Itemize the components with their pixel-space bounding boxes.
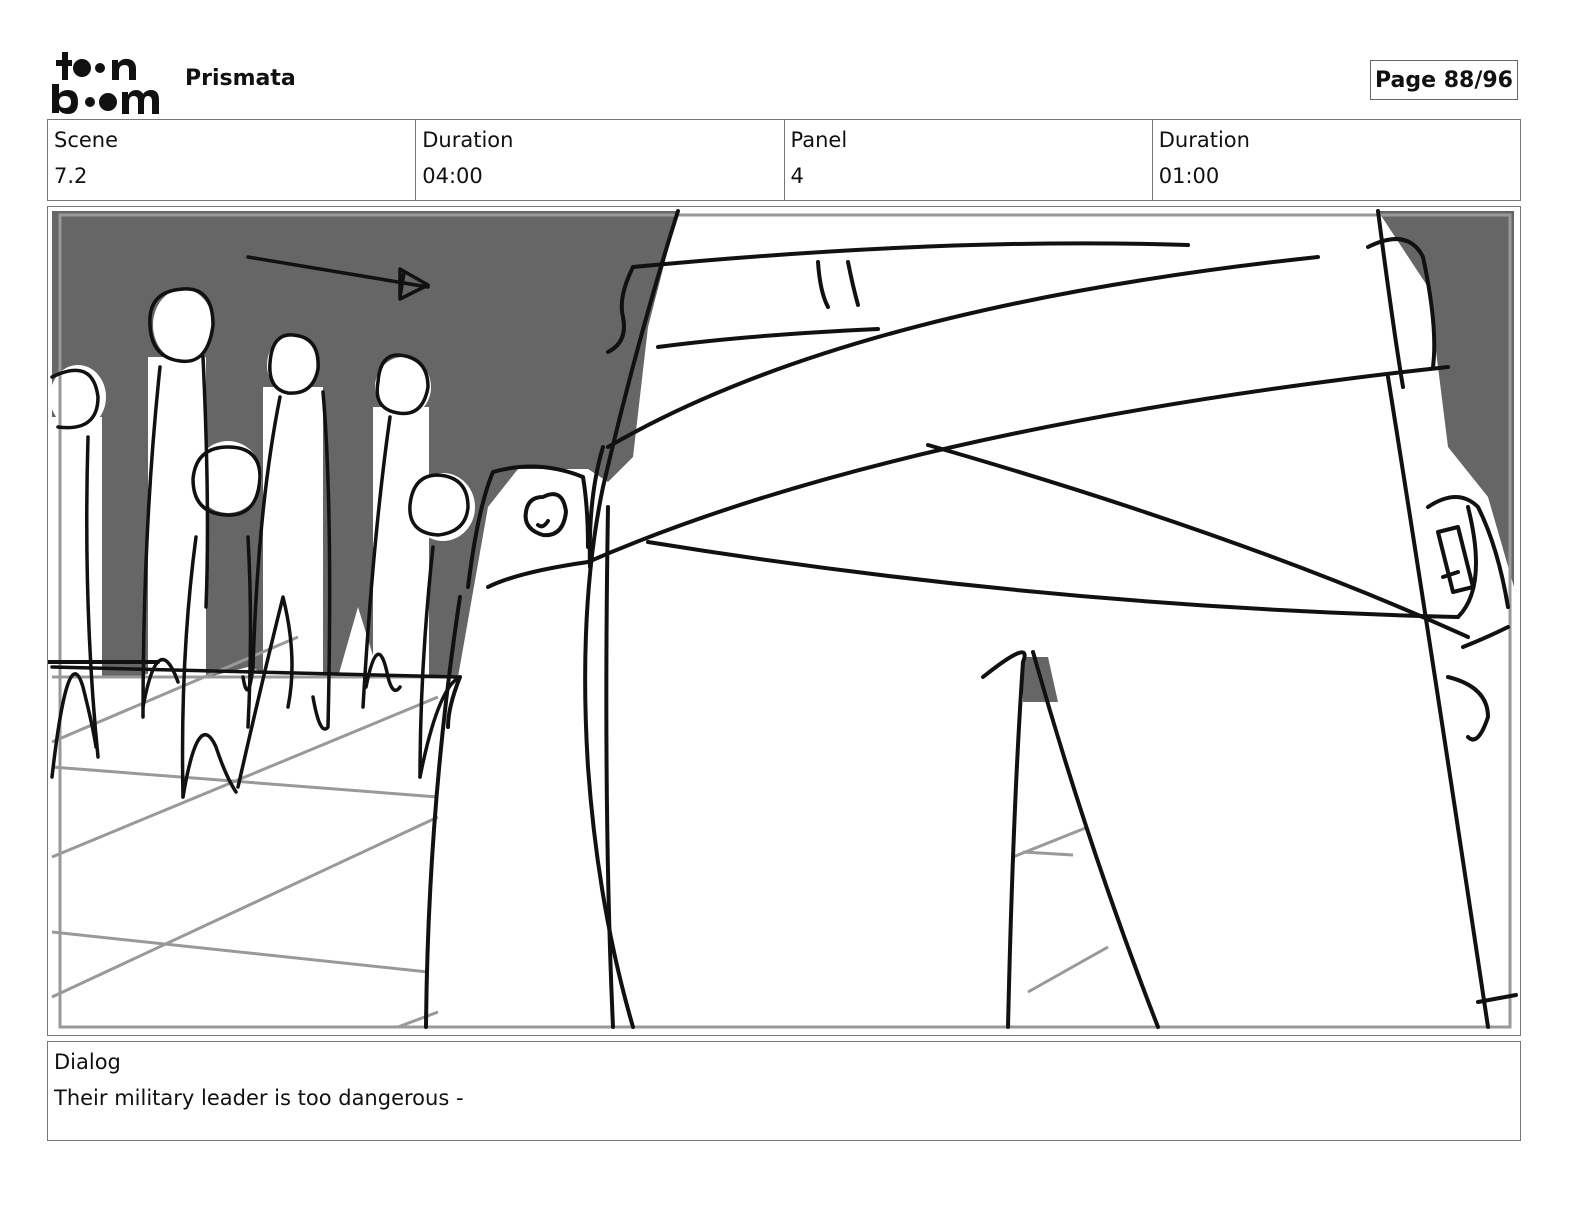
background-shadow-right (1378, 211, 1514, 587)
panel-label: Panel (790, 128, 848, 152)
panel-duration-cell: Duration 01:00 (1153, 120, 1520, 200)
scene-cell: Scene 7.2 (48, 120, 417, 200)
dialog-box: Dialog Their military leader is too dang… (47, 1041, 1521, 1141)
panel-duration-value: 01:00 (1158, 164, 1220, 188)
panel-duration-label: Duration (1158, 128, 1250, 152)
scene-duration-cell: Duration 04:00 (416, 120, 785, 200)
scene-label: Scene (54, 128, 119, 152)
scene-duration-value: 04:00 (422, 164, 483, 188)
panel-cell: Panel 4 (785, 120, 1153, 200)
panel-info-table: Scene 7.2 Duration 04:00 Panel 4 Duratio… (47, 119, 1521, 201)
storyboard-panel (47, 206, 1521, 1036)
dialog-label: Dialog (54, 1050, 121, 1074)
toon-boom-logo (52, 52, 159, 114)
panel-value: 4 (790, 164, 804, 188)
page-indicator: Page 88/96 (1370, 60, 1518, 100)
panel-sketch (48, 209, 1518, 1029)
scene-value: 7.2 (54, 164, 88, 188)
scene-duration-label: Duration (422, 128, 514, 152)
project-title: Prismata (185, 66, 296, 91)
dialog-text: Their military leader is too dangerous - (54, 1086, 464, 1110)
